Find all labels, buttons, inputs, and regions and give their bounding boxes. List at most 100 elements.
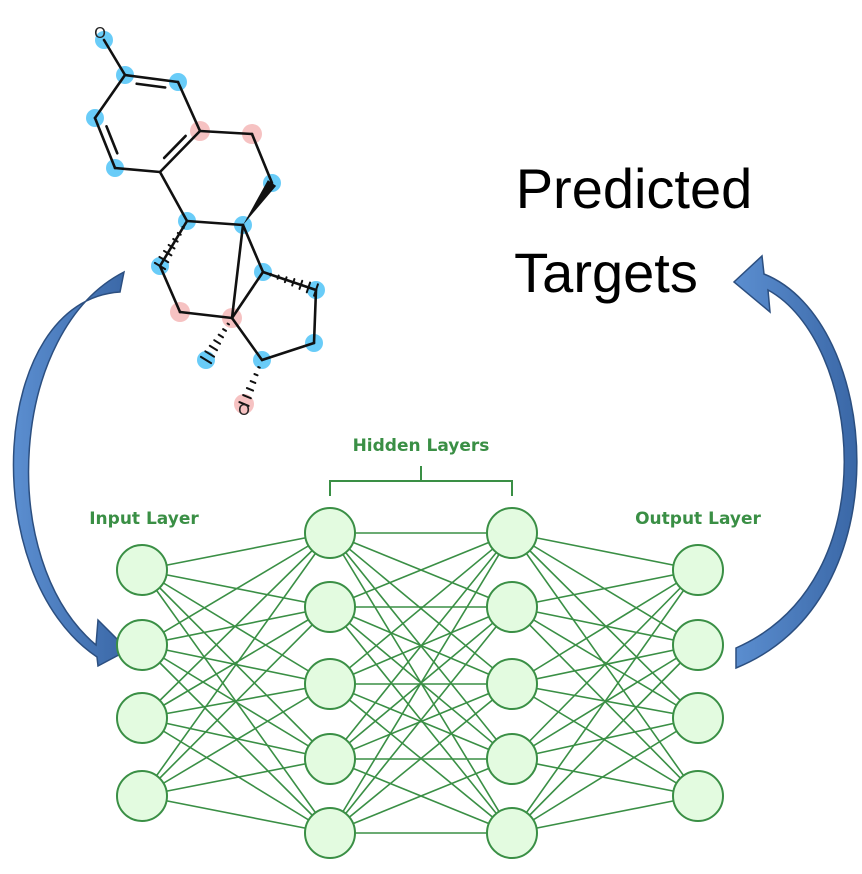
single-bond bbox=[230, 223, 245, 320]
connection-line bbox=[141, 758, 331, 797]
single-bond bbox=[261, 270, 318, 292]
double-bond bbox=[105, 125, 119, 155]
right-curved-arrow bbox=[732, 254, 858, 670]
connection-line bbox=[511, 606, 699, 646]
hashed-bond bbox=[204, 350, 216, 358]
connection-line bbox=[329, 683, 513, 760]
hidden-node bbox=[486, 507, 538, 559]
connection-line bbox=[141, 532, 331, 719]
connection-line bbox=[329, 758, 513, 834]
hidden-node bbox=[304, 807, 356, 859]
hidden-node bbox=[486, 733, 538, 785]
hidden-node bbox=[304, 733, 356, 785]
hashed-bond bbox=[172, 237, 179, 243]
hashed-bond bbox=[283, 276, 288, 284]
single-bond bbox=[176, 80, 202, 133]
hashed-bond bbox=[291, 278, 296, 287]
hashed-bond bbox=[253, 373, 259, 377]
connection-line bbox=[329, 532, 513, 608]
single-bond bbox=[113, 166, 162, 174]
hashed-bond bbox=[226, 322, 231, 326]
output-node bbox=[672, 619, 724, 671]
connection-line bbox=[141, 532, 331, 646]
connection-line bbox=[511, 532, 699, 571]
hashed-bond bbox=[238, 401, 250, 407]
hashed-bond bbox=[217, 333, 225, 339]
oxygen-label-top: O bbox=[94, 24, 106, 42]
single-bond bbox=[178, 310, 234, 320]
predicted-label: Predicted bbox=[516, 157, 753, 220]
wedge-bond bbox=[243, 180, 277, 225]
single-bond bbox=[102, 38, 127, 77]
output-node bbox=[672, 770, 724, 822]
double-bond bbox=[162, 134, 187, 160]
connection-line bbox=[511, 644, 699, 834]
hashed-bond bbox=[163, 249, 173, 257]
input-node bbox=[116, 619, 168, 671]
hashed-bond bbox=[222, 328, 228, 332]
hashed-bond bbox=[269, 272, 272, 277]
hashed-bond bbox=[208, 344, 219, 352]
hidden-node bbox=[486, 581, 538, 633]
output-node bbox=[672, 692, 724, 744]
input-node bbox=[116, 692, 168, 744]
hashed-bond bbox=[153, 261, 167, 271]
targets-label: Targets bbox=[514, 241, 698, 304]
single-bond bbox=[312, 288, 318, 345]
single-bond bbox=[158, 129, 202, 174]
input-node bbox=[116, 770, 168, 822]
hashed-bond bbox=[176, 231, 182, 236]
connection-line bbox=[511, 569, 699, 608]
neural-network: Hidden Layers Input Layer Output Layer bbox=[89, 436, 761, 859]
connection-line bbox=[511, 606, 699, 719]
connection-line bbox=[141, 717, 331, 760]
single-bond bbox=[158, 219, 189, 268]
connection-line bbox=[141, 795, 331, 834]
hashed-bond bbox=[167, 243, 176, 250]
hashed-bond bbox=[249, 380, 257, 384]
hashed-bond bbox=[181, 225, 185, 229]
connection-line bbox=[329, 532, 513, 760]
single-bond bbox=[230, 316, 264, 362]
connection-line bbox=[141, 717, 331, 834]
connection-line bbox=[329, 683, 513, 834]
hashed-bond bbox=[242, 394, 252, 400]
hashed-bond bbox=[313, 283, 319, 297]
connection-line bbox=[141, 532, 331, 797]
double-bond bbox=[135, 82, 167, 89]
connection-line bbox=[329, 606, 513, 834]
output-node bbox=[672, 544, 724, 596]
molecule-bonds bbox=[93, 38, 319, 407]
hidden-node bbox=[304, 581, 356, 633]
input-node bbox=[116, 544, 168, 596]
hashed-bond bbox=[276, 274, 280, 280]
hashed-bond bbox=[213, 339, 222, 345]
hidden-node bbox=[304, 658, 356, 710]
hashed-bond bbox=[305, 281, 312, 294]
hashed-bond bbox=[257, 366, 261, 369]
hashed-bond bbox=[245, 387, 255, 392]
single-bond bbox=[93, 73, 127, 120]
output-layer-label: Output Layer bbox=[635, 509, 761, 529]
single-bond bbox=[158, 170, 189, 223]
hashed-bond bbox=[199, 355, 213, 365]
connection-line bbox=[141, 606, 331, 797]
hashed-bond bbox=[298, 279, 304, 290]
connection-line bbox=[511, 569, 699, 760]
connection-line bbox=[511, 795, 699, 834]
estradiol-molecule: O O bbox=[86, 24, 325, 419]
connection-line bbox=[329, 532, 513, 834]
single-bond bbox=[158, 264, 182, 314]
single-bond bbox=[93, 116, 117, 170]
connection-line bbox=[511, 758, 699, 797]
connection-line bbox=[511, 569, 699, 834]
connection-line bbox=[141, 606, 331, 719]
connection-line bbox=[511, 717, 699, 834]
left-curved-arrow bbox=[12, 270, 130, 668]
network-nodes bbox=[116, 507, 724, 859]
hidden-node bbox=[304, 507, 356, 559]
single-bond bbox=[241, 223, 265, 274]
connection-line bbox=[141, 569, 331, 685]
single-bond bbox=[123, 73, 180, 84]
